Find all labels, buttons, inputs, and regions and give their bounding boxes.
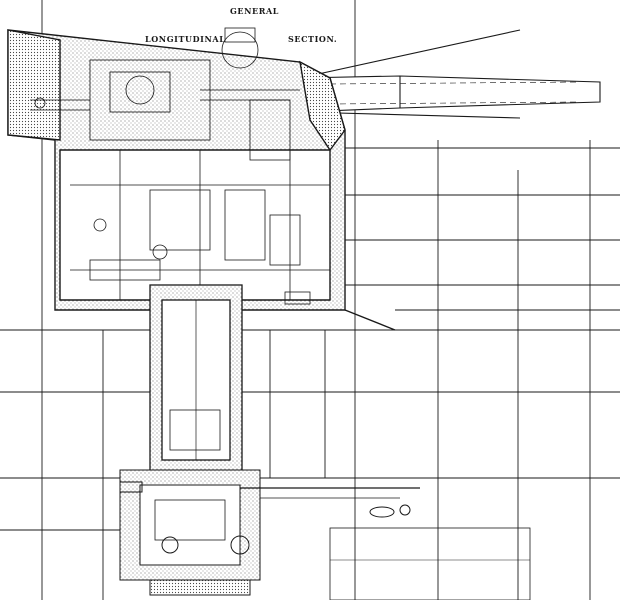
handling-room xyxy=(119,469,531,600)
turret-armor xyxy=(7,29,346,311)
ammunition-hoist-trunk xyxy=(149,284,243,476)
title-section: SECTION. xyxy=(288,34,337,44)
title-longitudinal: LONGITUDINAL xyxy=(145,34,225,44)
turret-machinery xyxy=(30,27,396,331)
drawing-title: GENERAL LONGITUDINAL SECTION. xyxy=(145,6,337,44)
gun-barrel xyxy=(299,29,601,119)
title-general: GENERAL xyxy=(230,6,279,16)
